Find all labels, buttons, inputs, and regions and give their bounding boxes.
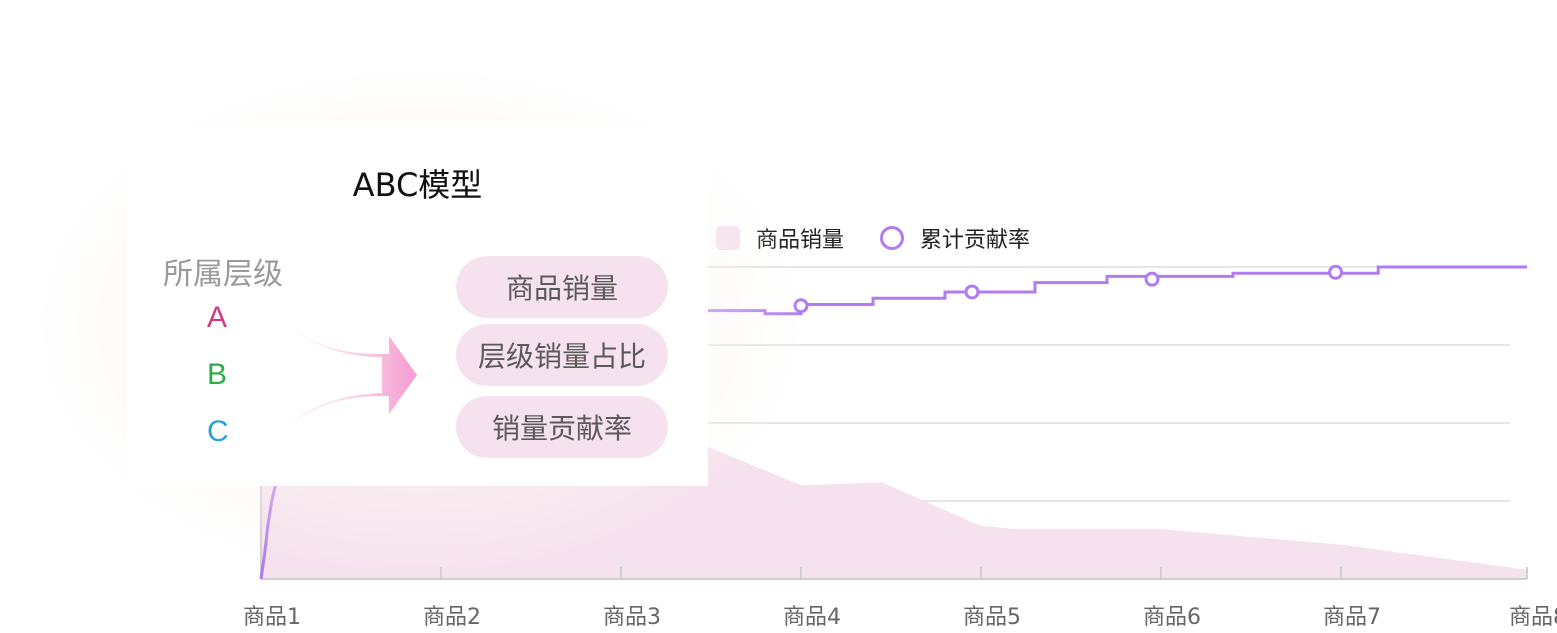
chart-legend: 商品销量 累计贡献率 <box>716 222 1066 254</box>
legend-marker-cumulative <box>880 226 905 250</box>
card-title: ABC模型 <box>352 166 483 204</box>
x-tick-label: 商品1 <box>243 605 301 630</box>
arrow-icon <box>277 316 417 436</box>
tier-a-label: A <box>207 301 228 334</box>
x-tick-label: 商品7 <box>1323 605 1381 630</box>
legend-item-cumulative[interactable]: 累计贡献率 <box>880 222 1030 254</box>
tier-c-label: C <box>207 415 229 448</box>
abc-model-card: ABC模型 所属层级 A B C 商品销量 层级销量占比 销量贡献率 <box>127 126 708 486</box>
x-tick-label: 商品2 <box>423 605 481 630</box>
metric-pill-contribution: 销量贡献率 <box>456 396 668 458</box>
legend-label-cumulative: 累计贡献率 <box>920 228 1031 253</box>
x-tick-label: 商品8 <box>1509 605 1557 630</box>
line-marker <box>964 284 980 300</box>
line-marker <box>1144 271 1160 287</box>
metric-pill-sales: 商品销量 <box>456 256 668 318</box>
x-tick-label: 商品4 <box>783 605 841 630</box>
line-marker <box>1328 264 1344 280</box>
metric-pill-tier-share: 层级销量占比 <box>456 324 668 386</box>
tier-heading: 所属层级 <box>163 257 283 292</box>
x-tick-label: 商品6 <box>1143 605 1201 630</box>
x-tick-label: 商品3 <box>603 605 661 630</box>
tier-b-label: B <box>207 358 228 391</box>
x-tick-label: 商品5 <box>963 605 1021 630</box>
